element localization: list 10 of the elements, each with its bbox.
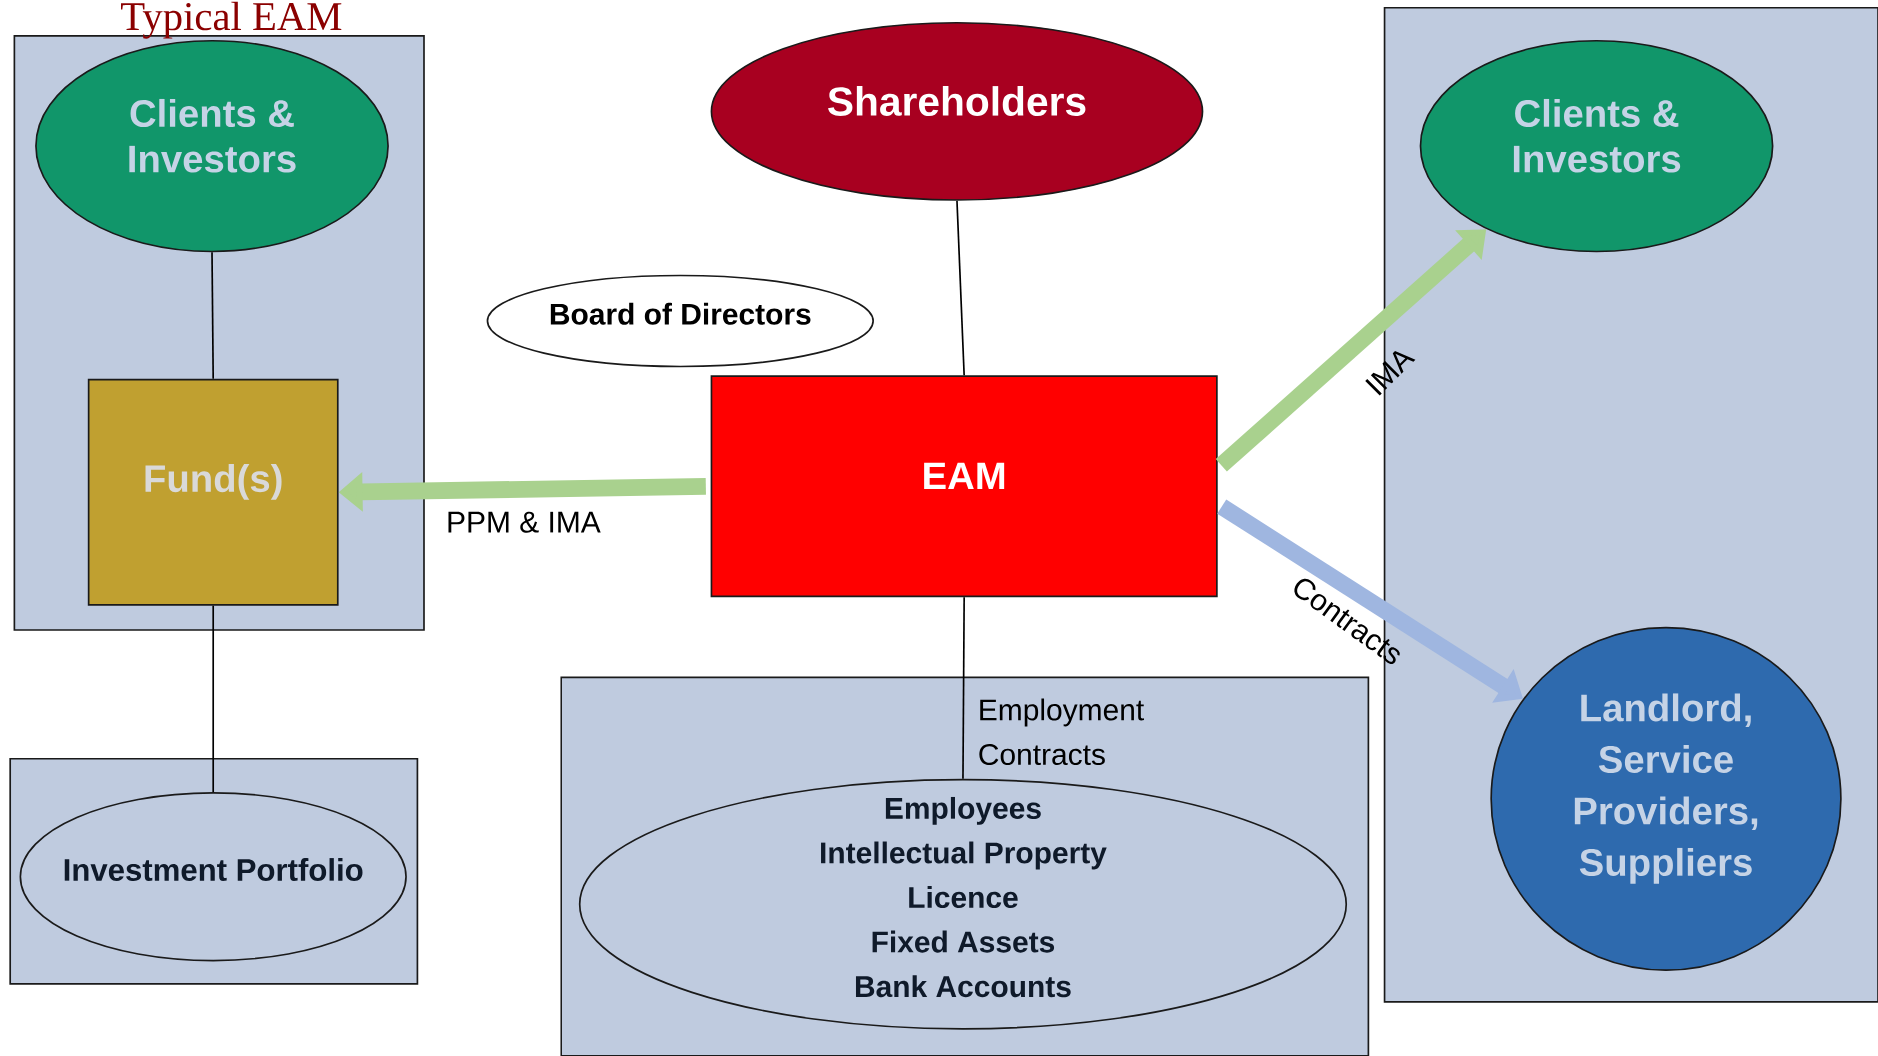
fund-box: Fund(s): [87, 378, 339, 606]
edge-label: IMA: [1365, 350, 1416, 396]
connector-line: [211, 251, 215, 380]
title: Typical EAM: [121, 1, 342, 39]
edge-label: Employment Contracts: [979, 698, 1144, 765]
eam-box: EAM: [710, 375, 1218, 598]
connector-line: [962, 596, 965, 780]
connector-line: [956, 199, 965, 376]
edge-label: PPM & IMA: [448, 511, 601, 533]
connector-line: [212, 604, 215, 793]
